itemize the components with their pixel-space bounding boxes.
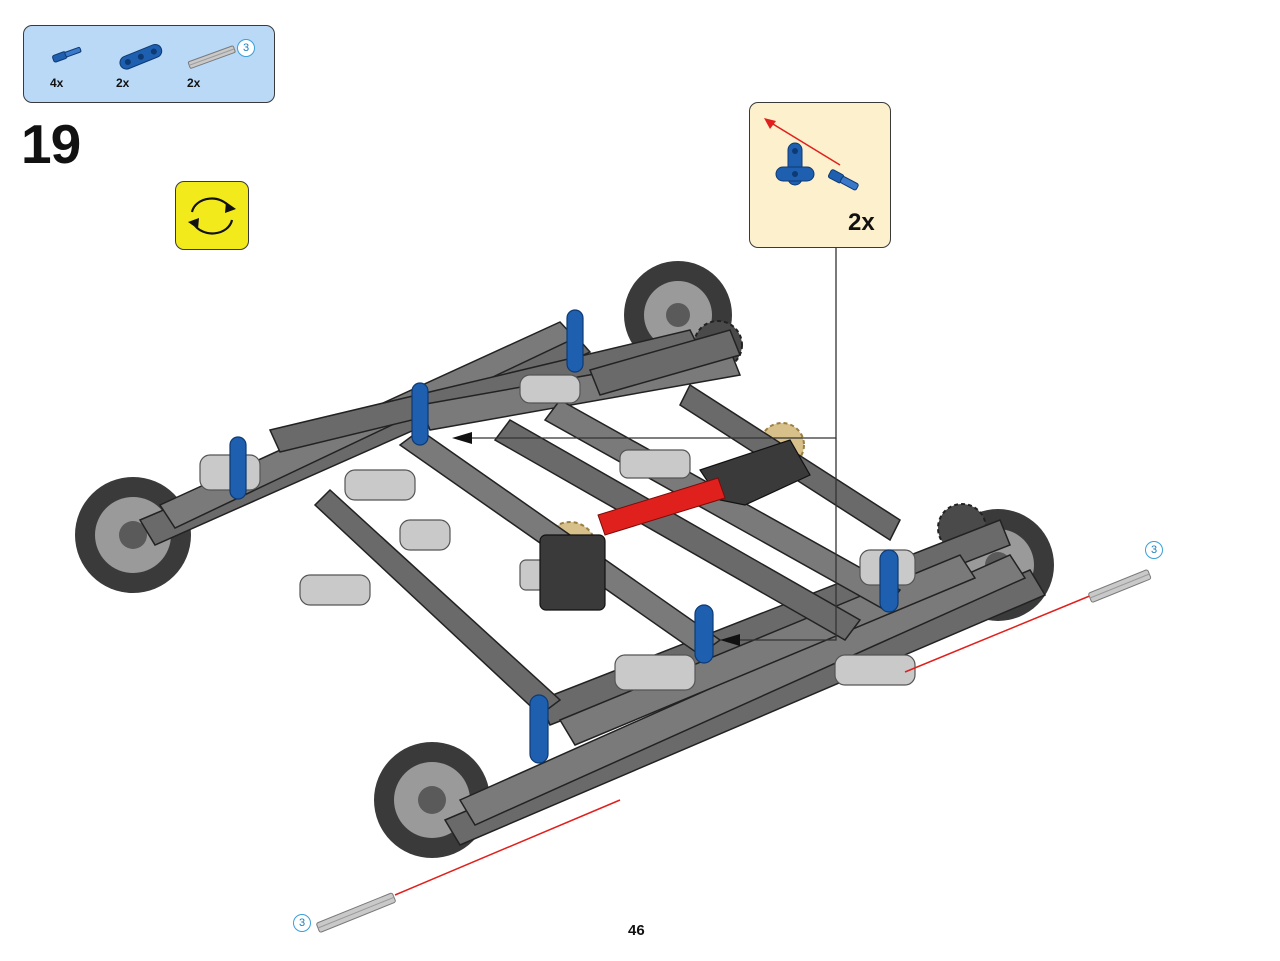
front-right-wheel [942,509,1054,621]
callout-pointer [455,248,837,641]
right-axle-guide [904,594,1093,673]
gears [543,320,987,575]
pointer-arrowhead-bottom [720,634,740,646]
left-loose-axle [316,892,396,933]
light-grey-connectors [199,374,916,691]
callout-illustration [764,118,859,191]
step-number: 19 [21,113,81,175]
left-axle-guide [394,799,621,896]
beam-quantity: 2x [116,76,130,90]
rotate-arrows-icon [188,197,236,235]
parts-list-panel: 4x 2x 2x 3 [23,25,275,103]
right-axle-length-badge: 3 [1145,541,1163,559]
page-number: 46 [628,922,645,939]
pin-quantity: 4x [50,76,64,90]
blue-beams [229,309,899,764]
callout-quantity: 2x [848,209,875,236]
left-axle-length-badge: 3 [293,914,311,932]
blue-pin-icon [52,46,82,63]
axle-quantity: 2x [187,76,201,90]
parts-list-icons [52,43,236,70]
rotate-model-icon [175,181,249,250]
frame-beams [138,321,1047,846]
subassembly-callout [749,102,891,248]
steering-frame [539,439,811,611]
blue-beam-icon [119,43,163,70]
front-left-wheel [374,742,490,858]
pointer-arrowhead-top [452,432,472,444]
axle-length-badge: 3 [237,39,255,57]
red-driveshaft [597,477,726,536]
right-loose-axle [1088,569,1152,603]
rear-right-wheel [624,261,732,369]
grey-axle-icon [187,45,236,69]
rear-left-wheel [75,477,191,593]
